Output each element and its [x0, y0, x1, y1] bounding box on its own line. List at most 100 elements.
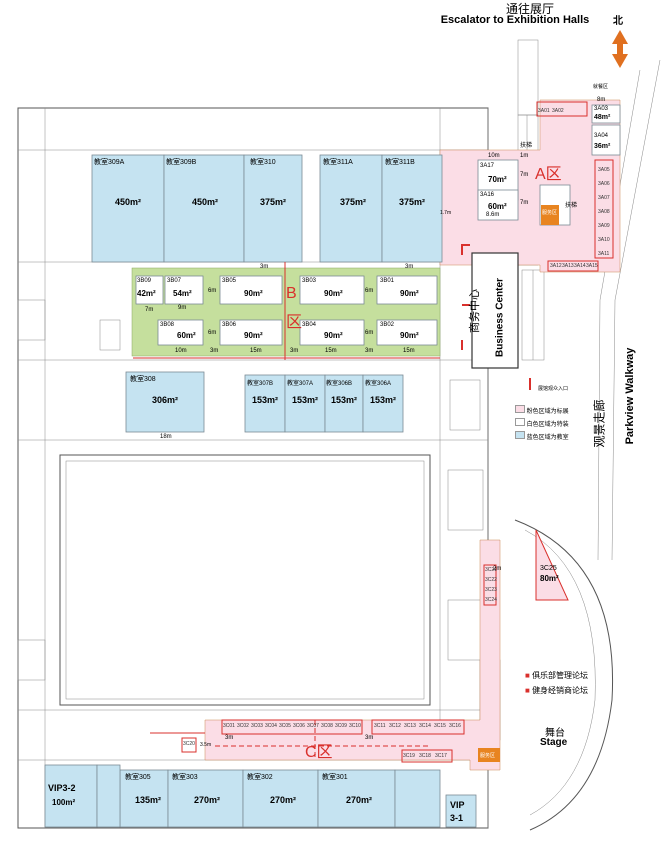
dim-label: 7m: [520, 172, 529, 178]
dim-label: 6m: [208, 330, 217, 336]
classroom-name: 教室308: [130, 376, 156, 383]
booth-small: 3C24: [485, 597, 497, 603]
booth-area: 90m²: [400, 331, 419, 340]
booth-small: 3C06: [293, 723, 305, 729]
booth-small: 3C13: [404, 723, 416, 729]
classroom-name: 教室307A: [287, 381, 314, 387]
booth-small: 3A14: [574, 263, 586, 269]
lift-label-2: 扶梯: [520, 143, 533, 149]
booth-id: 3B04: [302, 322, 317, 328]
dim-label: 15m: [325, 348, 337, 354]
dim-label: 8.6m: [486, 212, 500, 218]
classroom-name: 教室307B: [247, 381, 274, 387]
vip-name: VIP: [450, 800, 465, 810]
classroom-area: 270m²: [346, 795, 373, 805]
classroom-name: 教室305: [125, 774, 151, 781]
booth-small: 3C20: [183, 741, 195, 747]
booth-id: 3B08: [160, 322, 175, 328]
dim-label: 1m: [520, 153, 529, 159]
lift-label: 扶梯: [565, 203, 578, 209]
dim-label: 9m: [178, 305, 187, 311]
zone-b: [131, 262, 441, 360]
booth-small: 3C19: [403, 753, 415, 759]
classroom-area: 450m²: [115, 197, 142, 207]
classroom-name: 教室302: [247, 774, 273, 781]
dim-label: 3m: [405, 264, 414, 270]
booth-small: 3C05: [279, 723, 291, 729]
zone-b-label-1: B: [286, 285, 297, 302]
booth-id: 3A03: [594, 106, 609, 112]
zone-b-label-2: 区: [286, 314, 303, 331]
walkway-en: Parkview Walkway: [624, 347, 636, 445]
booth-small: 3C22: [485, 577, 497, 583]
dim-label: 3m: [365, 348, 374, 354]
entrance-label: 展馆观众入口: [538, 386, 569, 392]
dim-label: 3m: [210, 348, 219, 354]
classroom-area: 153m²: [252, 395, 279, 405]
booth-small: 3C09: [335, 723, 347, 729]
booth-small: 3A13: [562, 263, 574, 269]
classroom-area: 153m²: [292, 395, 319, 405]
classroom-name: 教室303: [172, 774, 198, 781]
dim-label: 6m: [365, 288, 374, 294]
classroom-area: 135m²: [135, 795, 162, 805]
booth-small: 3C23: [485, 587, 497, 593]
booth-small: 3A05: [598, 167, 610, 173]
classroom-area: 450m²: [192, 197, 219, 207]
booth-small: 3C12: [389, 723, 401, 729]
booth-area: 60m²: [488, 202, 507, 211]
service-box-c: [478, 748, 500, 762]
booth-id: 3A04: [594, 133, 609, 139]
dim-label: 15m: [250, 348, 262, 354]
classroom-name: 教室306A: [365, 381, 392, 387]
booth-small: 3A12: [550, 263, 562, 269]
booth-small: 3C03: [251, 723, 263, 729]
dim-label: 3m: [365, 735, 374, 741]
walkway-cn: 观景走廊: [592, 399, 607, 448]
booth-small: 3A08: [598, 209, 610, 215]
zone-a: [439, 99, 621, 273]
booth-area: 54m²: [173, 289, 192, 298]
forum-1: ■ 俱乐部管理论坛: [525, 671, 589, 680]
north-arrow-icon: [612, 30, 628, 68]
booth-id: 3C25: [540, 565, 557, 572]
booth-small: 3C07: [307, 723, 319, 729]
direction-arrows: [461, 244, 531, 390]
booth-small: 3A10: [598, 237, 610, 243]
booth-area: 90m²: [244, 331, 263, 340]
service-box-a: [541, 205, 559, 225]
booth-small: 3C18: [419, 753, 431, 759]
booth-id: 3B02: [380, 322, 395, 328]
classroom-area: 270m²: [270, 795, 297, 805]
dim-label: 3.5m: [200, 742, 212, 748]
zone-c-label: C区: [305, 744, 333, 761]
stage-cn: 舞台: [545, 728, 565, 739]
dim-label: 6m: [365, 330, 374, 336]
booth-id: 3B07: [167, 278, 182, 284]
dim-label: 2m: [493, 566, 502, 572]
dim-label: 18m: [160, 434, 172, 440]
dim-label: 6m: [208, 288, 217, 294]
classroom-area: 153m²: [331, 395, 358, 405]
vip-area: 100m²: [52, 798, 76, 807]
legend-item-pink: 粉色区域为标展: [515, 405, 569, 418]
dim-label: 3m: [290, 348, 299, 354]
booth-area: 90m²: [324, 331, 343, 340]
dim-label: 7m: [520, 200, 529, 206]
classroom-area: 270m²: [194, 795, 221, 805]
classroom-area: 375m²: [399, 197, 426, 207]
escalator-label-en: Escalator to Exhibition Halls: [440, 14, 590, 26]
stage-en: Stage: [540, 737, 568, 748]
booth-area: 90m²: [244, 289, 263, 298]
booth-area: 70m²: [488, 175, 507, 184]
booth-area: 80m²: [540, 574, 559, 583]
booth-id: 3A16: [480, 192, 495, 198]
vip-name: VIP3-2: [48, 783, 76, 793]
booth-area: 36m²: [594, 143, 611, 150]
forum-2: ■ 健身经销商论坛: [525, 686, 589, 695]
booth-id: 3B09: [137, 278, 152, 284]
north-label: 北: [613, 16, 623, 27]
dim-label: 15m: [403, 348, 415, 354]
classroom-area: 306m²: [152, 395, 179, 405]
